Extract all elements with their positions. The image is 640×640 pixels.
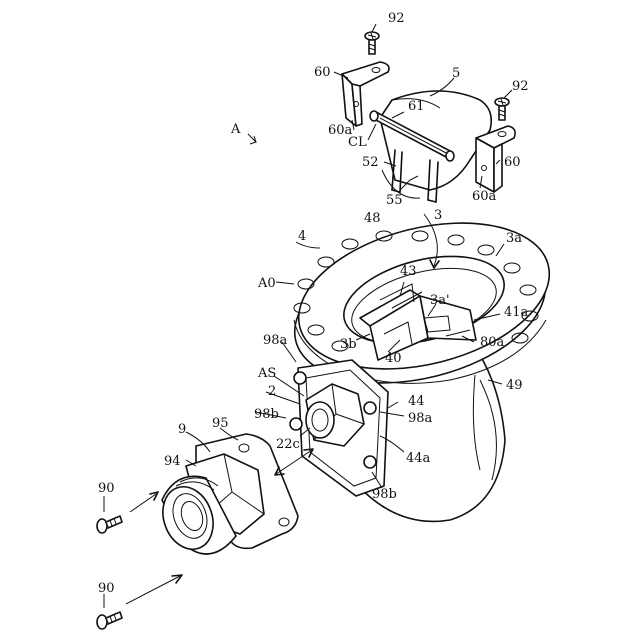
label-A0: A0 xyxy=(257,276,276,291)
label-55: 55 xyxy=(386,193,403,208)
label-41a: 41a xyxy=(504,305,529,320)
label-3b: 3b xyxy=(340,337,357,352)
label-3a: 3a xyxy=(506,231,522,246)
label-43: 43 xyxy=(400,264,417,279)
label-90-top: 90 xyxy=(98,481,115,496)
label-2: 2 xyxy=(268,384,276,399)
label-60-left: 60 xyxy=(314,65,331,80)
valve-body xyxy=(279,199,564,521)
label-9: 9 xyxy=(178,422,186,437)
label-52: 52 xyxy=(362,155,379,170)
cap-assembly xyxy=(342,32,515,202)
screw-92-left xyxy=(365,32,379,54)
label-5: 5 xyxy=(452,66,460,81)
label-95: 95 xyxy=(212,416,229,431)
label-98a-left: 98a xyxy=(263,333,288,348)
label-60a-right: 60a xyxy=(472,189,497,204)
label-A: A xyxy=(230,122,241,137)
side-port xyxy=(290,360,388,496)
label-40: 40 xyxy=(385,351,402,366)
label-98b-right: 98b xyxy=(372,487,397,502)
screw-90-top xyxy=(97,516,122,533)
label-98b-left: 98b xyxy=(254,407,279,422)
label-44a: 44a xyxy=(406,451,431,466)
label-4: 4 xyxy=(298,229,306,244)
screw-90-bottom xyxy=(97,612,122,629)
label-22c: 22c xyxy=(276,437,300,452)
label-60-right: 60 xyxy=(504,155,521,170)
label-92-left: 92 xyxy=(388,11,405,26)
label-61: 61 xyxy=(408,99,425,114)
label-94: 94 xyxy=(164,454,181,469)
label-3a-prime: 3a' xyxy=(430,293,450,308)
screw-92-right xyxy=(495,98,509,120)
label-90-bottom: 90 xyxy=(98,581,115,596)
label-80a: 80a xyxy=(480,335,505,350)
label-3: 3 xyxy=(434,208,442,223)
fitting-assembly xyxy=(155,434,298,556)
label-48: 48 xyxy=(364,211,381,226)
label-92-right: 92 xyxy=(512,79,529,94)
label-49: 49 xyxy=(506,378,523,393)
label-98a-right: 98a xyxy=(408,411,433,426)
label-44: 44 xyxy=(408,394,425,409)
label-AS: AS xyxy=(257,366,276,381)
label-60a-left: 60a xyxy=(328,123,353,138)
